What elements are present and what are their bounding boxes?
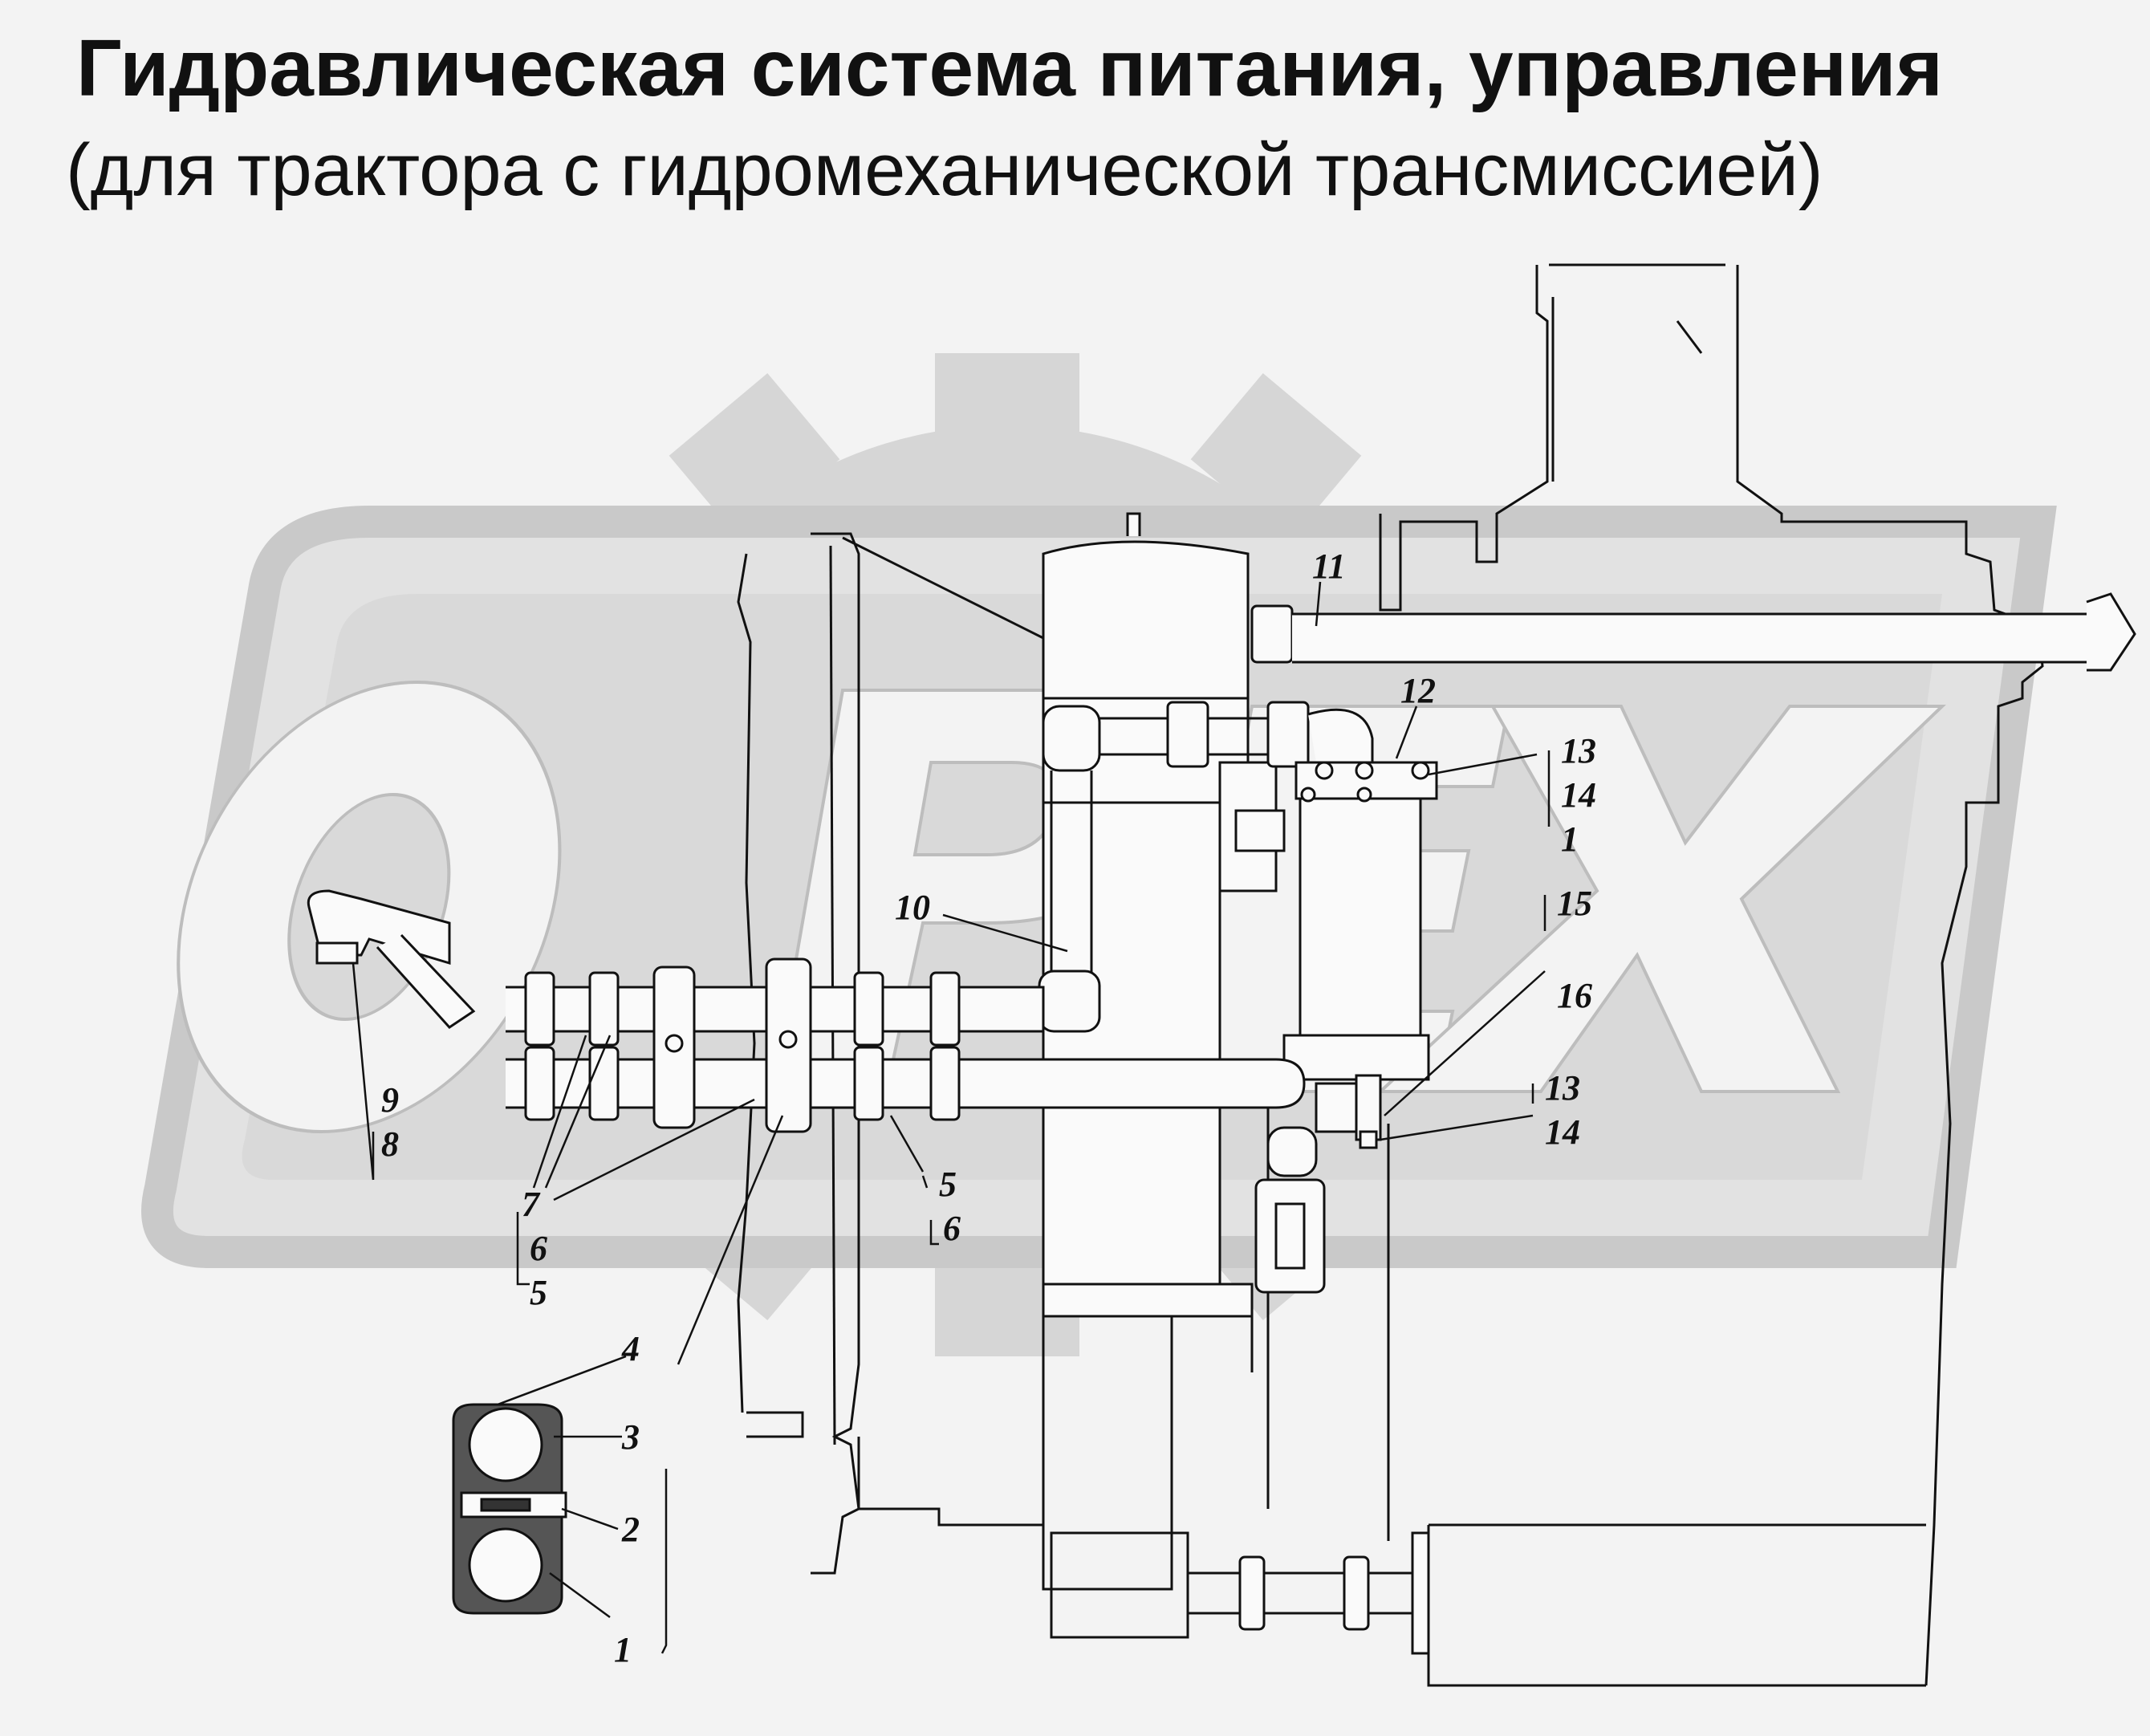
callout-14-upper: 14 — [1561, 775, 1596, 815]
callout-5-left: 5 — [530, 1273, 547, 1312]
pipe-10 — [1038, 770, 1101, 1033]
hydraulic-pump — [1218, 761, 1430, 1294]
clamp-section-view — [452, 1403, 567, 1615]
callout-14-lower: 14 — [1545, 1112, 1580, 1152]
pipe-11 — [1250, 592, 2136, 672]
lower-pipe — [1188, 1531, 1430, 1655]
diagram-title: Гидравлическая система питания, управлен… — [76, 23, 1943, 113]
callout-15: 15 — [1557, 884, 1592, 923]
callout-12: 12 — [1400, 671, 1436, 710]
callout-16: 16 — [1557, 976, 1592, 1015]
callout-3: 3 — [621, 1417, 640, 1457]
callout-8: 8 — [381, 1124, 399, 1164]
tractor-outline — [737, 263, 2044, 1687]
callout-13-upper: 13 — [1561, 731, 1596, 770]
callout-4: 4 — [621, 1329, 640, 1368]
callout-2: 2 — [621, 1510, 640, 1549]
callout-1-lower: 1 — [614, 1630, 632, 1669]
callout-13-lower: 13 — [1545, 1068, 1580, 1108]
elbow-fitting-8-9 — [307, 889, 476, 1029]
leader-lines — [352, 581, 1551, 1654]
diagram-subtitle: (для трактора с гидромеханической трансм… — [66, 129, 1823, 211]
callout-11: 11 — [1312, 547, 1346, 586]
callout-6-left: 6 — [530, 1229, 547, 1268]
callout-9: 9 — [381, 1080, 399, 1120]
pipe-12 — [1042, 701, 1438, 803]
oil-filter-housing — [1042, 512, 1254, 1318]
pipe-bundle — [506, 957, 1382, 1149]
callout-numbers: 11 12 13 14 1 15 16 13 14 10 9 8 7 6 5 5… — [381, 547, 1596, 1669]
callout-5-middle: 5 — [939, 1165, 957, 1204]
callout-1-upper: 1 — [1561, 819, 1579, 859]
callout-10: 10 — [895, 888, 930, 927]
callout-6-middle: 6 — [943, 1209, 961, 1248]
callout-7: 7 — [522, 1185, 541, 1224]
